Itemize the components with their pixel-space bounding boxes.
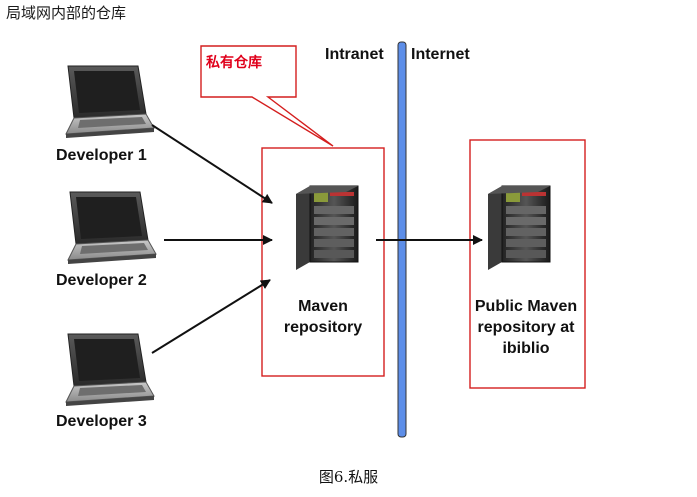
public-repo-label: Public Maven repository at ibiblio — [456, 296, 596, 359]
callout-label: 私有仓库 — [206, 55, 262, 71]
figure-caption: 图6.私服 — [318, 468, 379, 486]
developer-1-label: Developer 1 — [56, 147, 147, 164]
private-repo-box — [261, 147, 385, 377]
server-icon — [295, 185, 359, 271]
private-repo-line1: Maven — [298, 298, 348, 315]
developer-3-label: Developer 3 — [56, 413, 147, 430]
page-heading: 局域网内部的仓库 — [6, 4, 127, 22]
server-icon — [487, 185, 551, 271]
private-repo-label: Maven repository — [263, 296, 383, 338]
developer-2-label: Developer 2 — [56, 272, 147, 289]
arrow-dev1 — [151, 124, 273, 204]
laptop-icon — [65, 333, 155, 407]
public-repo-line3: ibiblio — [502, 340, 550, 357]
internet-label: Internet — [411, 46, 470, 63]
intranet-label: Intranet — [325, 46, 384, 63]
public-repo-line2: repository at — [477, 319, 575, 336]
callout-bubble — [200, 45, 334, 147]
public-repo-box — [469, 139, 586, 389]
laptop-icon — [67, 191, 157, 265]
arrow-dev3 — [151, 279, 271, 354]
private-repo-line2: repository — [283, 319, 363, 336]
laptop-icon — [65, 65, 155, 139]
public-repo-line1: Public Maven — [474, 298, 578, 315]
